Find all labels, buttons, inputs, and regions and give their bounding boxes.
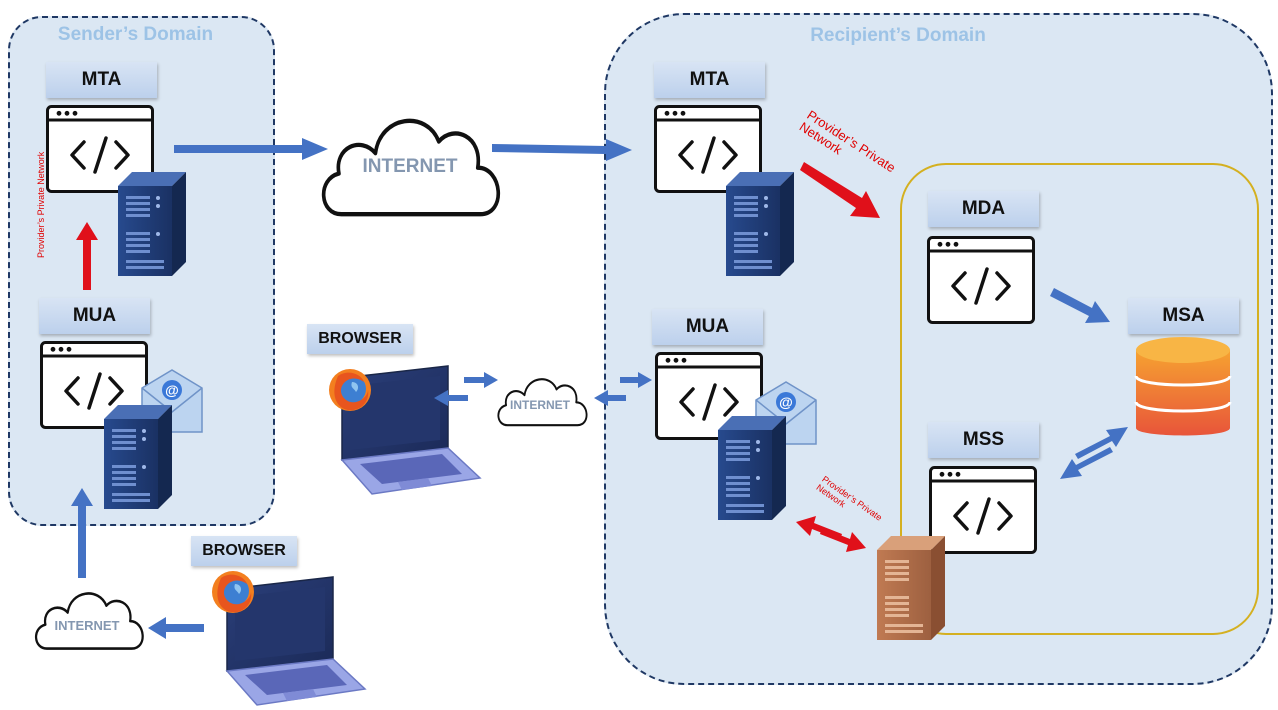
code-window-icon (926, 235, 1036, 325)
database-icon (1134, 335, 1232, 437)
recipient-private-network-arrow-2 (796, 516, 866, 552)
browser-to-internet-arrow (148, 617, 204, 639)
server-icon (718, 416, 786, 520)
internet-mua-bidirectional-arrow (594, 372, 652, 406)
server-icon (104, 405, 172, 509)
internet-bottom-label: INTERNET (54, 618, 120, 633)
msa-label: MSA (1128, 298, 1239, 334)
sender-mua-label: MUA (39, 298, 150, 334)
internet-middle-label: INTERNET (510, 398, 570, 412)
firefox-icon (212, 571, 254, 613)
sender-private-network-arrow (76, 222, 98, 290)
server-icon (877, 536, 945, 640)
internet-to-sender-mua-arrow (71, 488, 93, 578)
mda-label: MDA (928, 191, 1039, 227)
cloud-icon (34, 592, 144, 650)
firefox-icon (329, 369, 371, 411)
mss-label: MSS (928, 422, 1039, 458)
internet-main-label: INTERNET (362, 156, 458, 177)
browser-internet-bidirectional-arrow (434, 372, 498, 406)
sender-mta-label: MTA (46, 62, 157, 98)
mss-msa-bidirectional-arrow (1060, 427, 1128, 479)
internet-to-recipient-arrow (492, 139, 632, 161)
recipient-private-network-arrow-1 (800, 162, 880, 218)
browser-bottom-label: BROWSER (191, 536, 297, 566)
server-icon (118, 172, 186, 276)
recipient-domain-title: Recipient’s Domain (810, 25, 986, 46)
sender-domain-title: Sender’s Domain (57, 24, 214, 45)
provider-storage-zone (900, 163, 1259, 635)
browser-middle-label: BROWSER (307, 324, 413, 354)
sender-private-network-label: Provider’s Private Network (36, 151, 46, 258)
recipient-mua-label: MUA (652, 309, 763, 345)
server-icon (726, 172, 794, 276)
recipient-mta-label: MTA (654, 62, 765, 98)
sender-to-internet-arrow (174, 138, 328, 160)
mda-to-msa-arrow (1050, 288, 1110, 323)
